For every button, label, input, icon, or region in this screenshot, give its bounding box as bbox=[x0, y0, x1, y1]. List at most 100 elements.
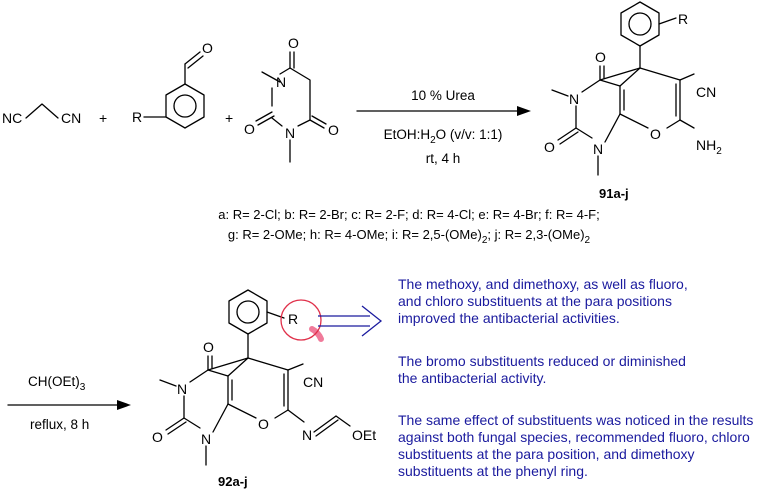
catalyst-label: 10 % Urea bbox=[411, 88, 475, 103]
product91-c4a-c4-co bbox=[599, 65, 621, 87]
product92-aryl-ring bbox=[228, 289, 268, 335]
product91-nh2-label: NH2 bbox=[696, 137, 722, 157]
product92-ch-o bbox=[335, 415, 351, 427]
product92-c4a-c4-co bbox=[207, 355, 229, 377]
arrow-2-head bbox=[117, 400, 131, 410]
product92-o4: O bbox=[203, 339, 214, 355]
product91-cn-bond bbox=[679, 73, 695, 81]
product92-c2-n bbox=[287, 409, 305, 423]
product92-pyran-o: O bbox=[258, 416, 269, 432]
product91-nh2-bond bbox=[679, 119, 695, 129]
product92-cn-bond bbox=[287, 363, 304, 371]
barbituric-n1: N bbox=[285, 125, 295, 141]
substituents-line-2: g: R= 2-OMe; h: R= 4-OMe; i: R= 2,5-(OMe… bbox=[228, 227, 591, 246]
product-91: R O CN NH2 O N O N bbox=[544, 1, 722, 176]
barbituric-bond-n1-c6 bbox=[297, 119, 311, 127]
nitrile-left-label: NC bbox=[2, 110, 22, 126]
product92-c4a-c4 bbox=[227, 357, 249, 377]
r-highlight-shade bbox=[309, 326, 324, 342]
aldehyde-co-double-2 bbox=[187, 55, 204, 69]
barbituric-ring-right bbox=[289, 67, 311, 121]
barbituric-o2: O bbox=[244, 121, 255, 137]
product91-r-label: R bbox=[678, 11, 688, 27]
plus-sign-1: + bbox=[99, 110, 107, 126]
product91-pyran-top bbox=[599, 67, 681, 81]
product91-aromatic-circle bbox=[628, 12, 652, 36]
barbituric-n3-methyl bbox=[261, 71, 281, 83]
sar-arrow-head bbox=[361, 305, 383, 337]
aldehyde-r-label: R bbox=[132, 109, 142, 125]
barbituric-o6: O bbox=[328, 122, 339, 138]
product91-c4-n3 bbox=[581, 79, 601, 93]
substituents-line-1: a: R= 2-Cl; b: R= 2-Br; c: R= 2-F; d: R=… bbox=[218, 207, 599, 222]
product92-n1: N bbox=[201, 431, 211, 447]
product92-o-c8a bbox=[227, 403, 257, 419]
product92-aromatic-circle bbox=[236, 300, 260, 324]
reaction-arrow-1 bbox=[356, 106, 531, 116]
barbituric-bond-c2-n1 bbox=[271, 117, 283, 127]
product91-cn-label: CN bbox=[696, 84, 716, 100]
step2-reagent: CH(OEt)3 bbox=[28, 374, 86, 393]
product92-o2: O bbox=[152, 429, 163, 445]
barbituric-n3: N bbox=[276, 74, 286, 90]
product91-label: 91a-j bbox=[599, 186, 629, 201]
product92-c2-o bbox=[274, 409, 289, 419]
product92-c4-n3 bbox=[189, 369, 209, 383]
nitrile-right-label: CN bbox=[61, 110, 81, 126]
barbituric-c2o-1 bbox=[255, 111, 273, 122]
aldehyde-aromatic-circle bbox=[173, 94, 197, 118]
aryl-aldehyde: O R bbox=[132, 40, 213, 129]
product91-pyran-o: O bbox=[650, 126, 661, 142]
aldehyde-oxygen: O bbox=[202, 40, 213, 56]
malononitrile-bonds bbox=[25, 103, 59, 119]
barbituric-c2o-2 bbox=[257, 115, 275, 126]
barbituric-bond-c4-n3 bbox=[279, 67, 291, 75]
dimethylbarbituric-acid: N N O O O bbox=[244, 35, 339, 163]
step1-conditions: rt, 4 h bbox=[426, 151, 461, 166]
product92-n1-c8a bbox=[212, 403, 229, 433]
product92-c2-n1 bbox=[183, 417, 201, 429]
product91-r-bond bbox=[658, 17, 677, 25]
plus-sign-2: + bbox=[225, 110, 233, 126]
product91-o-c8a bbox=[619, 113, 649, 129]
reaction-arrow-2 bbox=[7, 400, 131, 410]
product91-n3: N bbox=[569, 91, 579, 107]
aldehyde-co-double-1 bbox=[184, 51, 201, 65]
note-methoxy-fluoro-chloro: The methoxy, and dimethoxy, as well as f… bbox=[398, 276, 688, 326]
product91-c2-o bbox=[666, 119, 681, 129]
product92-n-ch-1 bbox=[313, 415, 337, 433]
product92-c2o-1 bbox=[165, 417, 185, 431]
product91-o4: O bbox=[595, 49, 606, 65]
product92-n3-methyl bbox=[159, 379, 177, 387]
r-highlight-circle bbox=[280, 299, 322, 341]
product91-c2o-2 bbox=[559, 131, 579, 145]
aldehyde-benzene-ring bbox=[165, 83, 205, 129]
product92-oet: OEt bbox=[352, 427, 376, 443]
r-highlight bbox=[280, 299, 324, 342]
product91-aryl-ring bbox=[620, 1, 660, 47]
product92-n3: N bbox=[177, 381, 187, 397]
note-fungal: The same effect of substituents was noti… bbox=[398, 412, 754, 479]
product92-c2o-2 bbox=[167, 421, 187, 435]
barbituric-c6o-1 bbox=[309, 119, 325, 129]
product91-n1-c8a bbox=[604, 113, 621, 143]
product92-r-label: R bbox=[288, 311, 298, 327]
product92-label: 92a-j bbox=[218, 474, 248, 489]
malononitrile: NC CN bbox=[2, 103, 81, 126]
product91-c2o-1 bbox=[557, 127, 577, 141]
arrow-1-head bbox=[517, 106, 531, 116]
note-bromo: The bromo substituents reduced or dimini… bbox=[398, 353, 686, 386]
product92-cn-label: CN bbox=[303, 374, 323, 390]
product91-c4a-c4 bbox=[619, 67, 641, 87]
solvent-label: EtOH:H2O (v/v: 1:1) bbox=[384, 127, 503, 146]
product91-n1: N bbox=[593, 141, 603, 157]
product92-n-ch-2 bbox=[315, 419, 339, 437]
barbituric-o4: O bbox=[288, 35, 299, 51]
product91-c2-n1 bbox=[575, 127, 593, 139]
barbituric-c6o-2 bbox=[311, 115, 327, 125]
product91-o2: O bbox=[544, 139, 555, 155]
product92-imine-n: N bbox=[302, 427, 312, 443]
product92-pyran-top bbox=[207, 357, 289, 371]
step2-conditions: reflux, 8 h bbox=[30, 417, 89, 432]
